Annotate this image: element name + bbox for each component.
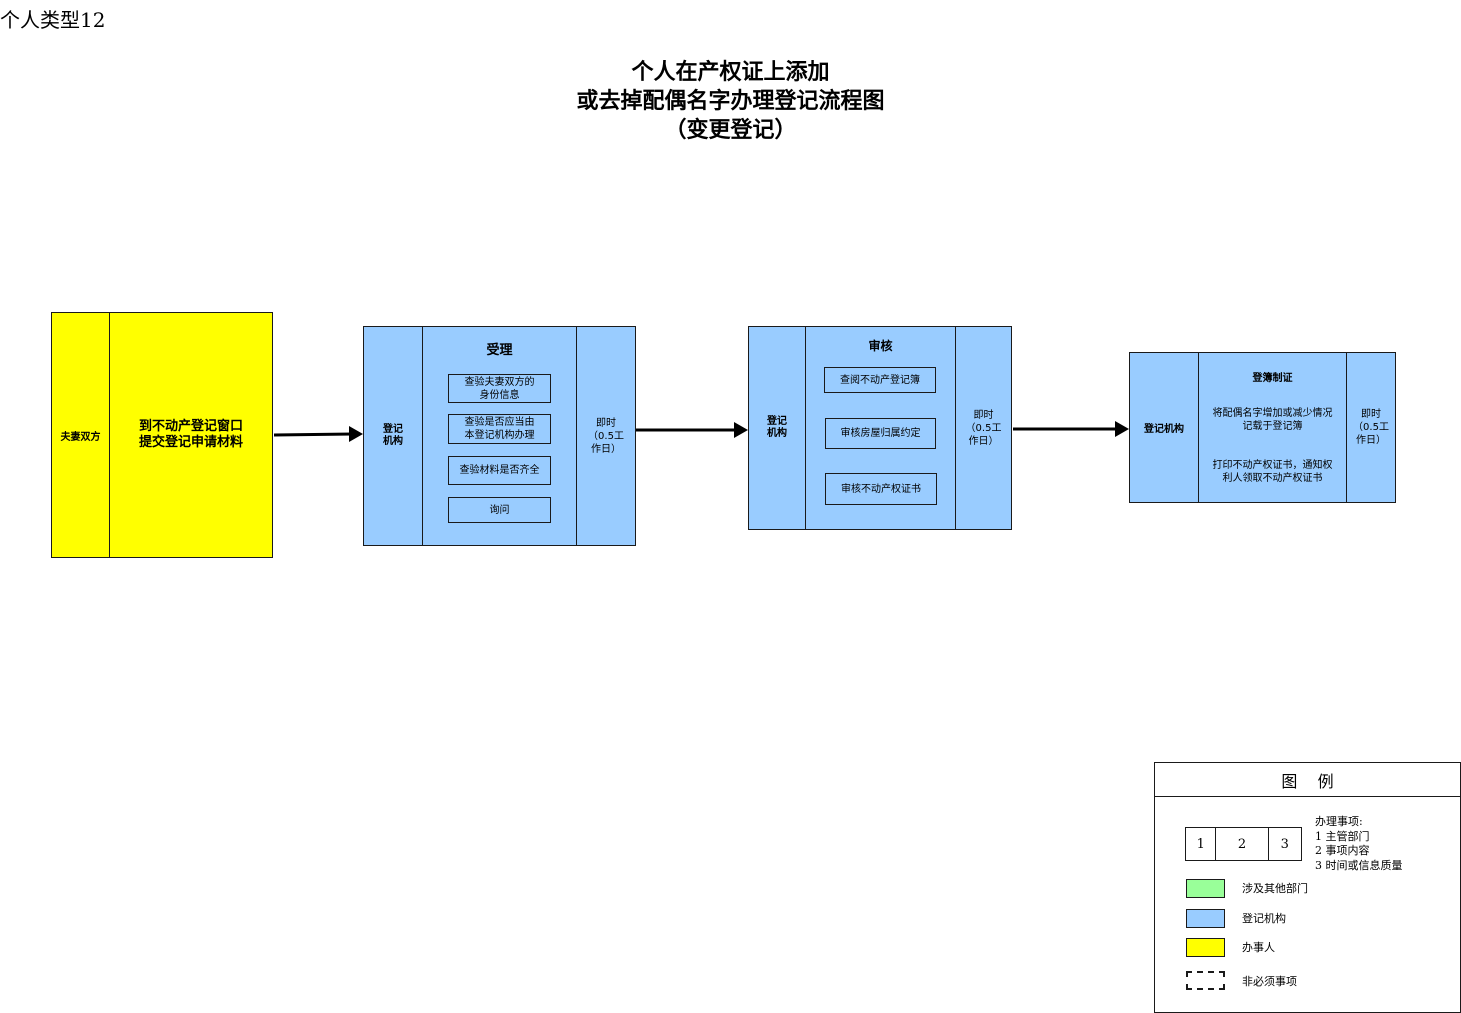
review-item: 查阅不动产登记簿	[824, 367, 936, 393]
step-review-box: 登记 机构 审核 查阅不动产登记簿 审核房屋归属约定 审核不动产权证书 即时 （…	[748, 326, 1012, 530]
review-item: 审核不动产权证书	[825, 473, 937, 505]
legend-label: 涉及其他部门	[1242, 882, 1308, 895]
legend-swatch-applicant	[1186, 938, 1225, 957]
legend-notes-heading: 办理事项:	[1315, 815, 1363, 828]
step-register-box: 登记机构 登簿制证 将配偶名字增加或减少情况 记载于登记簿 打印不动产权证书，通…	[1129, 352, 1396, 503]
step-review-actor: 登记 机构	[767, 416, 787, 439]
legend-title: 图 例	[1155, 763, 1460, 797]
legend-panel: 图 例 1 2 3 办理事项: 1 主管部门 2 事项内容 3 时间或信息质量 …	[1154, 762, 1461, 1013]
arrow-2	[636, 422, 748, 438]
legend-note: 1 主管部门	[1315, 829, 1370, 843]
arrow-1	[273, 426, 363, 442]
legend-note: 2 事项内容	[1315, 844, 1370, 857]
step-review-heading: 审核	[868, 339, 893, 353]
page-code-label: 个人类型12	[0, 8, 106, 32]
step-review-time: 即时 （0.5工 作日）	[965, 409, 1002, 447]
divider	[422, 327, 423, 545]
acceptance-item: 查验夫妻双方的 身份信息	[448, 374, 551, 403]
step-submit-actor: 夫妻双方	[60, 431, 101, 443]
step-register-actor: 登记机构	[1144, 424, 1184, 435]
step-submit-content: 到不动产登记窗口 提交登记申请材料	[138, 419, 243, 450]
divider	[955, 327, 956, 529]
step-register-heading: 登簿制证	[1252, 373, 1293, 384]
review-item: 审核房屋归属约定	[825, 418, 936, 449]
title-line-2: 或去掉配偶名字办理登记流程图	[576, 89, 885, 114]
divider	[1346, 353, 1347, 502]
legend-label: 办事人	[1242, 941, 1275, 954]
step-register-time: 即时 （0.5工 作日）	[1353, 409, 1389, 446]
legend-notes: 办理事项: 1 主管部门 2 事项内容 3 时间或信息质量	[1315, 815, 1403, 873]
legend-cell: 1	[1186, 828, 1217, 860]
register-item: 打印不动产权证书，通知权 利人领取不动产权证书	[1212, 460, 1333, 484]
acceptance-item: 查验是否应当由 本登记机构办理	[448, 414, 551, 444]
legend-cell: 3	[1280, 836, 1289, 852]
legend-label: 非必须事项	[1242, 975, 1297, 988]
title-line-3: （变更登记）	[664, 118, 797, 143]
step-acceptance-actor: 登记 机构	[383, 424, 403, 447]
legend-swatch-other-dept	[1186, 879, 1225, 898]
acceptance-item: 询问	[448, 497, 551, 523]
step-acceptance-time: 即时 （0.5工 作日）	[588, 417, 624, 455]
divider	[805, 327, 806, 529]
legend-sample-box: 1 2 3	[1185, 827, 1302, 861]
acceptance-item: 查验材料是否齐全	[448, 456, 551, 485]
step-submit-box: 夫妻双方 到不动产登记窗口 提交登记申请材料	[51, 312, 273, 558]
divider	[1198, 353, 1199, 502]
legend-swatch-registry	[1186, 909, 1225, 928]
divider	[109, 313, 110, 557]
legend-label: 登记机构	[1242, 912, 1286, 925]
step-acceptance-heading: 受理	[486, 343, 513, 358]
legend-swatch-optional	[1186, 971, 1225, 990]
legend-note: 3 时间或信息质量	[1315, 858, 1403, 872]
diagram-title: 个人在产权证上添加 或去掉配偶名字办理登记流程图 （变更登记）	[0, 58, 1461, 145]
title-line-1: 个人在产权证上添加	[631, 60, 830, 85]
arrow-3	[1013, 421, 1129, 437]
divider	[576, 327, 577, 545]
register-item: 将配偶名字增加或减少情况 记载于登记簿	[1212, 408, 1333, 432]
legend-cell: 2	[1216, 828, 1269, 860]
step-acceptance-box: 登记 机构 受理 查验夫妻双方的 身份信息 查验是否应当由 本登记机构办理 查验…	[363, 326, 636, 546]
